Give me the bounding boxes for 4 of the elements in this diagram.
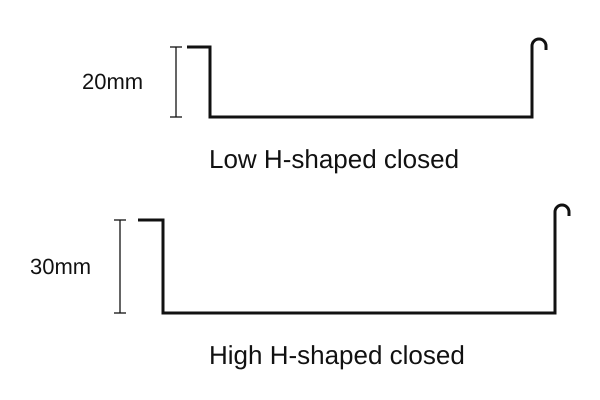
dimension-label: 20mm [82,71,144,93]
dimension-label: 30mm [30,256,92,278]
profile-caption: High H-shaped closed [209,342,465,368]
profile-caption: Low H-shaped closed [209,146,460,172]
